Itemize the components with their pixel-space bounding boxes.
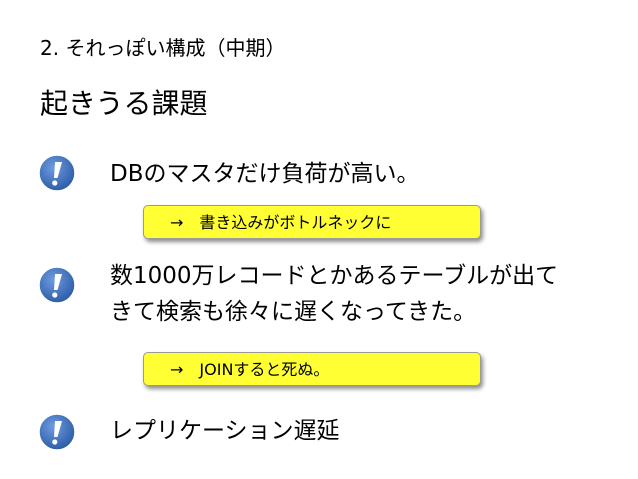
note-write-bottleneck: → 書き込みがボトルネックに (143, 205, 481, 239)
issue-line: レプリケーション遅延 (110, 418, 340, 444)
note-join-dies: → JOINすると死ぬ。 (143, 352, 481, 386)
issue-text-replication-lag: レプリケーション遅延 (110, 413, 620, 449)
exclamation-icon (38, 266, 76, 304)
issue-text-db-master-load: DBのマスタだけ負荷が高い。 (110, 156, 620, 192)
slide-heading: 起きうる課題 (40, 87, 208, 120)
issue-line: DBのマスタだけ負荷が高い。 (110, 161, 420, 187)
issue-text-large-table-search: 数1000万レコードとかあるテーブルが出て きて検索も徐々に遅くなってきた。 (110, 258, 620, 330)
exclamation-icon (38, 413, 76, 451)
issue-line: きて検索も徐々に遅くなってきた。 (110, 299, 477, 325)
issue-line: 数1000万レコードとかあるテーブルが出て (110, 263, 559, 289)
exclamation-icon (38, 154, 76, 192)
slide-subtitle: 2. それっぽい構成（中期） (40, 36, 286, 60)
